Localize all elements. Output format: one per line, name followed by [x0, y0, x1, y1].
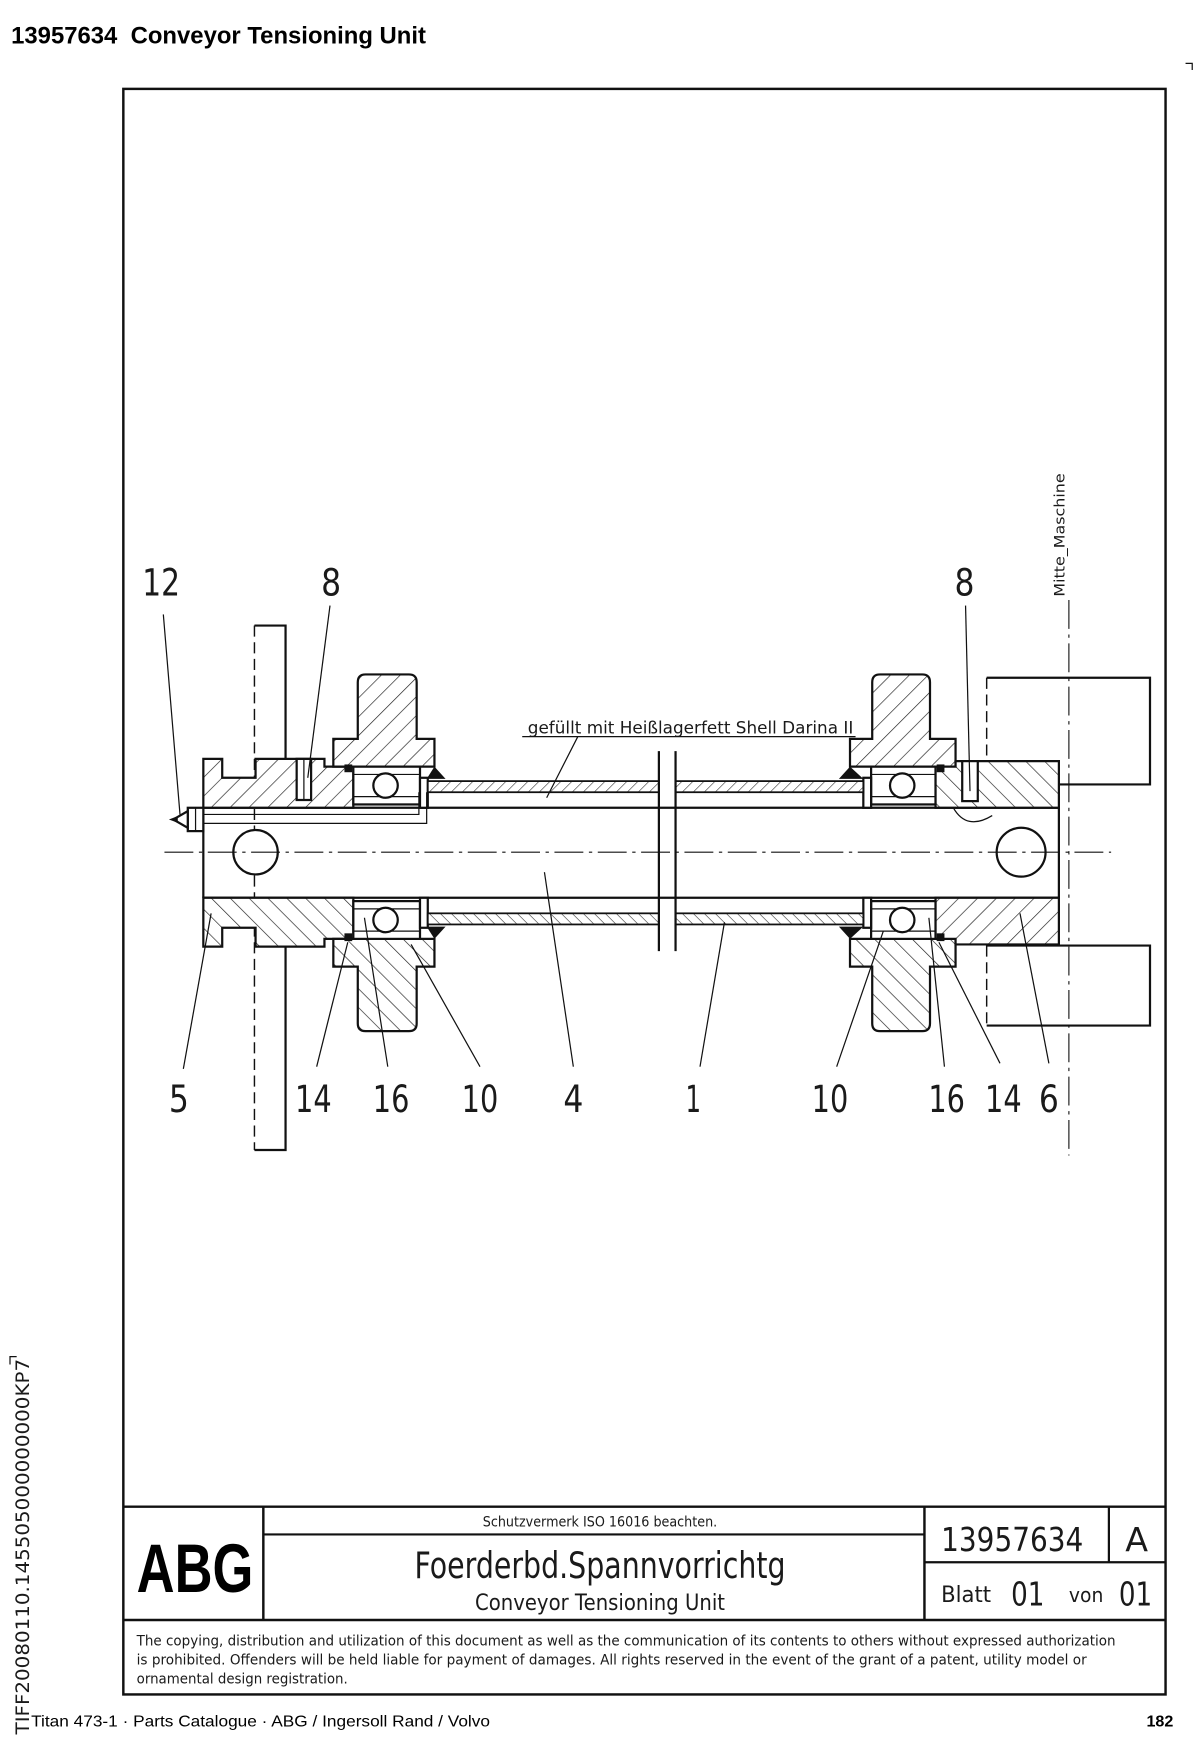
page-number: 182 — [1146, 1713, 1173, 1731]
title-block: ABG Schutzvermerk ISO 16016 beachten. Fo… — [123, 1505, 1166, 1622]
right-bearing-assembly-lower — [674, 896, 1061, 1033]
callout-6: 6 — [1039, 1077, 1059, 1121]
callout-numbers-top: 12 8 8 — [142, 561, 974, 605]
left-bearing-assembly-upper — [202, 673, 660, 809]
callout-14-right: 14 — [985, 1077, 1022, 1121]
callout-numbers-bottom: 5 14 16 10 4 1 10 16 14 6 — [169, 1077, 1059, 1121]
sprocket-right — [848, 673, 957, 768]
end-cap-6 — [934, 760, 1060, 809]
lubrication-note-text: gefüllt mit Heißlagerfett Shell Darina I… — [528, 718, 854, 737]
lubrication-note: gefüllt mit Heißlagerfett Shell Darina I… — [522, 718, 856, 799]
callout-16-right: 16 — [928, 1077, 965, 1121]
callout-14-left: 14 — [295, 1077, 332, 1121]
sprocket-left — [332, 673, 436, 768]
drawing-title-de: Foerderbd.Spannvorrichtg — [414, 1544, 785, 1587]
crop-mark-left — [9, 1356, 17, 1365]
seal-14-left — [344, 764, 353, 773]
callout-16-left: 16 — [373, 1077, 410, 1121]
callout-5: 5 — [169, 1077, 189, 1121]
callout-8-right: 8 — [954, 561, 974, 605]
revision-letter: A — [1125, 1520, 1148, 1559]
drawing-frame — [122, 87, 1167, 1696]
grease-nipple-12 — [168, 806, 205, 833]
machine-centerline-label: Mitte_Maschine — [1052, 473, 1068, 596]
callout-10-right: 10 — [812, 1077, 849, 1121]
callout-8-left: 8 — [321, 561, 341, 605]
title-block-grid — [123, 1505, 1166, 1622]
scan-code: TIFF20080110.145505000000000KP7 — [12, 1359, 34, 1736]
seal-14-right — [936, 764, 945, 773]
weld-right — [838, 766, 864, 779]
end-cap-5 — [202, 757, 355, 809]
weld-left — [426, 766, 446, 779]
callout-4: 4 — [563, 1077, 583, 1121]
assembly-drawing: Mitte_Maschine gefüllt mit Heißlagerfett… — [142, 473, 1152, 1156]
sheet-total: 01 — [1119, 1575, 1152, 1614]
copyright-line: ornamental design registration. — [137, 1671, 348, 1687]
grease-channel — [203, 792, 428, 824]
tube-1-left — [426, 780, 660, 794]
set-screw-8-left — [295, 757, 313, 802]
drawing-title-en: Conveyor Tensioning Unit — [475, 1590, 725, 1616]
callout-12: 12 — [142, 561, 180, 605]
right-bearing-assembly-upper — [674, 673, 1060, 809]
callout-10-left: 10 — [462, 1077, 499, 1121]
footer-document-info: Titan 473-1 · Parts Catalogue · ABG / In… — [31, 1714, 490, 1731]
frame-rail-left — [253, 624, 287, 1152]
protection-note: Schutzvermerk ISO 16016 beachten. — [483, 1515, 717, 1531]
crop-mark-top-right — [1185, 62, 1193, 71]
drawing-number: 13957634 — [941, 1520, 1083, 1559]
spacer-16-right — [862, 776, 873, 809]
ball-bearing-10-left — [352, 765, 422, 806]
page-title: 13957634 Conveyor Tensioning Unit — [11, 22, 426, 49]
break-lines — [657, 751, 677, 952]
abg-logo: ABG — [137, 1530, 254, 1607]
left-bearing-assembly-lower — [202, 896, 661, 1033]
callout-leaders — [162, 605, 1050, 1069]
callout-1: 1 — [686, 1077, 702, 1121]
of-label: von — [1069, 1583, 1103, 1607]
tube-1-right — [674, 780, 865, 794]
copyright-line: is prohibited. Offenders will be held li… — [137, 1652, 1087, 1668]
sheet-label: Blatt — [941, 1582, 991, 1608]
sheet-number: 01 — [1011, 1575, 1044, 1614]
copyright-line: The copying, distribution and utilizatio… — [136, 1634, 1116, 1650]
copyright-notice: The copying, distribution and utilizatio… — [136, 1634, 1116, 1688]
ball-bearing-10-right — [870, 765, 937, 806]
